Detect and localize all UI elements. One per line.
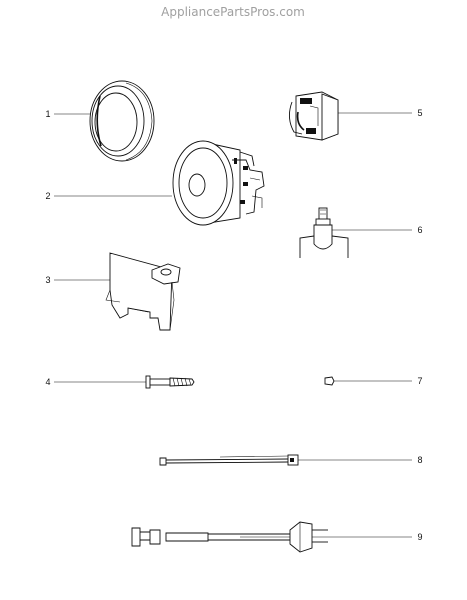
callout-2: 2	[45, 191, 172, 201]
callout-9: 9	[312, 532, 423, 542]
callout-1-label: 1	[45, 109, 50, 119]
part-6-lamp[interactable]	[299, 207, 349, 258]
callout-7-label: 7	[417, 376, 422, 386]
callout-4-label: 4	[45, 377, 50, 387]
part-5-switch[interactable]	[289, 91, 339, 141]
callout-3: 3	[45, 275, 110, 285]
callout-6-label: 6	[417, 225, 422, 235]
part-2-motor[interactable]	[172, 140, 265, 226]
part-7-clip[interactable]	[324, 376, 335, 386]
callout-6: 6	[332, 225, 423, 235]
callout-5: 5	[338, 108, 423, 118]
callout-4: 4	[45, 377, 146, 387]
watermark-text: AppliancePartsPros.com	[161, 5, 305, 19]
callout-7: 7	[334, 376, 423, 386]
callout-3-label: 3	[45, 275, 50, 285]
callout-1: 1	[45, 109, 90, 119]
callout-8-label: 8	[417, 455, 422, 465]
callout-2-label: 2	[45, 191, 50, 201]
callout-5-label: 5	[417, 108, 422, 118]
part-3-bracket[interactable]	[105, 252, 181, 331]
part-8-wire-harness[interactable]	[159, 454, 299, 466]
callout-8: 8	[298, 455, 423, 465]
callout-9-label: 9	[417, 532, 422, 542]
part-1-ring[interactable]	[89, 80, 155, 162]
part-4-screw[interactable]	[145, 375, 195, 389]
part-9-power-cord[interactable]	[131, 521, 328, 553]
